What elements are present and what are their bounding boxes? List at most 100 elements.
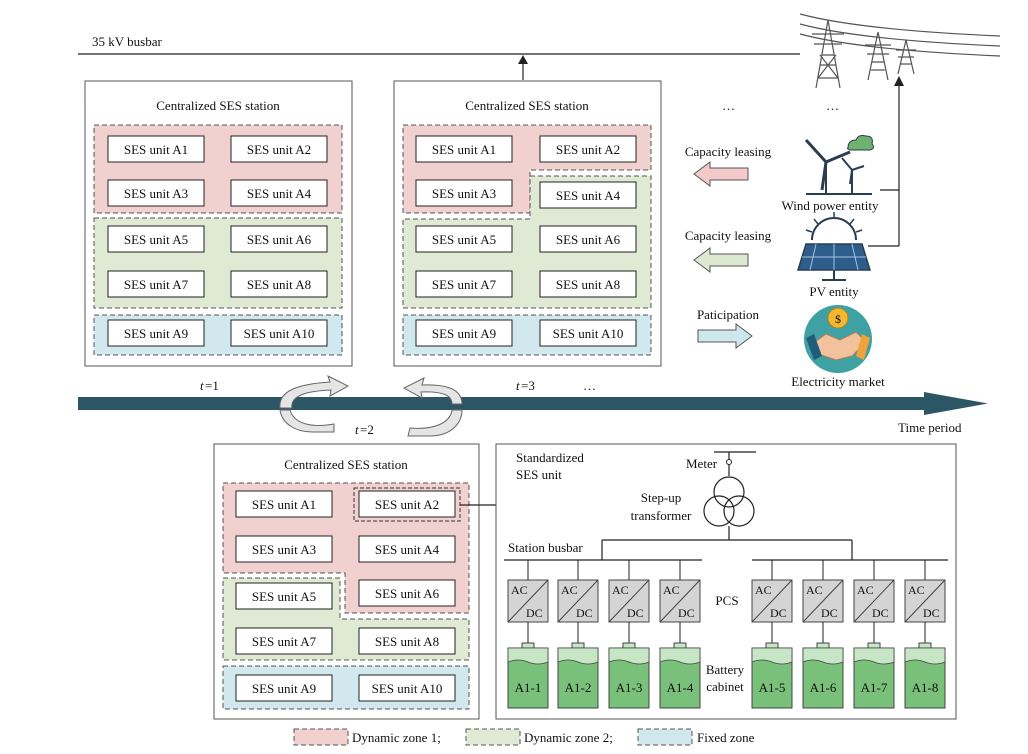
unit-a3: SES unit A3 <box>235 535 333 563</box>
unit-a5: SES unit A5 <box>107 225 205 253</box>
svg-text:SES unit A7: SES unit A7 <box>124 277 189 292</box>
svg-text:SES unit A6: SES unit A6 <box>375 586 440 601</box>
legend: Dynamic zone 1; Dynamic zone 2; Fixed zo… <box>293 728 755 746</box>
svg-text:SES unit A8: SES unit A8 <box>556 277 620 292</box>
transformer-label-line1: Step-up <box>641 490 681 505</box>
svg-text:SES unit A2: SES unit A2 <box>247 142 311 157</box>
left-arrow-green-icon <box>693 247 749 273</box>
pcs-label: PCS <box>715 593 738 608</box>
unit-a8: SES unit A8 <box>230 270 328 298</box>
svg-text:SES unit A1: SES unit A1 <box>432 142 496 157</box>
unit-a7: SES unit A7 <box>107 270 205 298</box>
svg-text:=3: =3 <box>521 378 535 393</box>
timeline: t =1 t =3 … t =2 Time period <box>78 375 988 437</box>
pcs-ac-label: AC <box>908 583 925 597</box>
svg-text:SES unit A4: SES unit A4 <box>375 542 440 557</box>
pcs-ac-label: AC <box>561 583 578 597</box>
unit-a9: SES unit A9 <box>107 319 205 347</box>
rotate-arrow-icon <box>279 375 350 433</box>
pcs-ac-label: AC <box>612 583 629 597</box>
battery-label-line1: Battery <box>706 662 745 677</box>
unit-a9: SES unit A9 <box>235 674 333 702</box>
legend-swatch-zone1 <box>293 728 349 746</box>
svg-text:t: t <box>355 422 359 437</box>
transformer-icon <box>703 476 755 527</box>
legend-fixed: Fixed zone <box>697 730 755 745</box>
right-arrow-blue-icon <box>697 323 753 349</box>
pcs-dc-label: DC <box>627 606 644 620</box>
unit-a5: SES unit A5 <box>415 225 513 253</box>
unit-a4: SES unit A4 <box>230 179 328 207</box>
battery-id-label: A1-4 <box>667 680 694 695</box>
capacity-leasing-label-2: Capacity leasing <box>685 228 772 243</box>
svg-text:SES unit A6: SES unit A6 <box>247 232 312 247</box>
pcs-dc-label: DC <box>770 606 787 620</box>
svg-text:SES unit A2: SES unit A2 <box>375 497 439 512</box>
station-title: Centralized SES station <box>465 98 589 113</box>
svg-text:SES unit A3: SES unit A3 <box>124 186 188 201</box>
svg-text:SES unit A5: SES unit A5 <box>124 232 188 247</box>
market-label: Electricity market <box>791 374 885 389</box>
svg-text:SES unit A8: SES unit A8 <box>375 634 439 649</box>
wind-entity-label: Wind power entity <box>782 198 879 213</box>
unit-a10: SES unit A10 <box>539 319 637 347</box>
pv-entity-label: PV entity <box>809 284 859 299</box>
unit-a1: SES unit A1 <box>107 135 205 163</box>
svg-text:=1: =1 <box>205 378 219 393</box>
station-title: Centralized SES station <box>156 98 280 113</box>
unit-a2: SES unit A2 <box>230 135 328 163</box>
svg-text:SES unit A5: SES unit A5 <box>252 589 316 604</box>
pcs-dc-label: DC <box>526 606 543 620</box>
svg-text:t: t <box>200 378 204 393</box>
pcs-dc-label: DC <box>923 606 940 620</box>
unit-a8: SES unit A8 <box>539 270 637 298</box>
svg-text:SES unit A6: SES unit A6 <box>556 232 621 247</box>
svg-text:SES unit A10: SES unit A10 <box>372 681 443 696</box>
participation-label: Paticipation <box>697 307 760 322</box>
svg-text:SES unit A10: SES unit A10 <box>244 326 315 341</box>
meter-label: Meter <box>686 456 718 471</box>
pcs-ac-label: AC <box>806 583 823 597</box>
pcs-dc-label: DC <box>678 606 695 620</box>
svg-text:SES unit A9: SES unit A9 <box>432 326 496 341</box>
legend-swatch-zone2 <box>465 728 521 746</box>
unit-a3: SES unit A3 <box>415 179 513 207</box>
unit-a9: SES unit A9 <box>415 319 513 347</box>
svg-text:=2: =2 <box>360 422 374 437</box>
svg-text:t: t <box>516 378 520 393</box>
svg-text:SES unit A1: SES unit A1 <box>124 142 188 157</box>
time-axis-arrowhead <box>924 392 988 415</box>
rotate-arrow-icon <box>402 377 463 437</box>
svg-text:SES unit A1: SES unit A1 <box>252 497 316 512</box>
unit-a3: SES unit A3 <box>107 179 205 207</box>
unit-a1: SES unit A1 <box>415 135 513 163</box>
unit-a10: SES unit A10 <box>230 319 328 347</box>
unit-a2: SES unit A2 <box>539 135 637 163</box>
pcs-ac-label: AC <box>663 583 680 597</box>
battery-id-label: A1-6 <box>810 680 837 695</box>
battery-id-label: A1-7 <box>861 680 888 695</box>
legend-zone1: Dynamic zone 1; <box>352 730 441 745</box>
left-arrow-pink-icon <box>693 161 749 187</box>
svg-text:SES unit A8: SES unit A8 <box>247 277 311 292</box>
pcs-dc-label: DC <box>576 606 593 620</box>
pcs-ac-label: AC <box>755 583 772 597</box>
unit-a10: SES unit A10 <box>358 674 456 702</box>
right-panel: Capacity leasing Capacity leasing Patici… <box>685 135 885 389</box>
battery-label-line2: cabinet <box>706 679 744 694</box>
detail-title-line1: Standardized <box>516 450 584 465</box>
battery-id-label: A1-3 <box>616 680 643 695</box>
unit-a4: SES unit A4 <box>358 535 456 563</box>
unit-a7: SES unit A7 <box>415 270 513 298</box>
time-axis-bar <box>78 397 930 410</box>
station-busbar-label: Station busbar <box>508 540 583 555</box>
station-title: Centralized SES station <box>284 457 408 472</box>
legend-zone2: Dynamic zone 2; <box>524 730 613 745</box>
capacity-leasing-label-1: Capacity leasing <box>685 144 772 159</box>
detail-title-line2: SES unit <box>516 467 562 482</box>
pcs-ac-label: AC <box>511 583 528 597</box>
